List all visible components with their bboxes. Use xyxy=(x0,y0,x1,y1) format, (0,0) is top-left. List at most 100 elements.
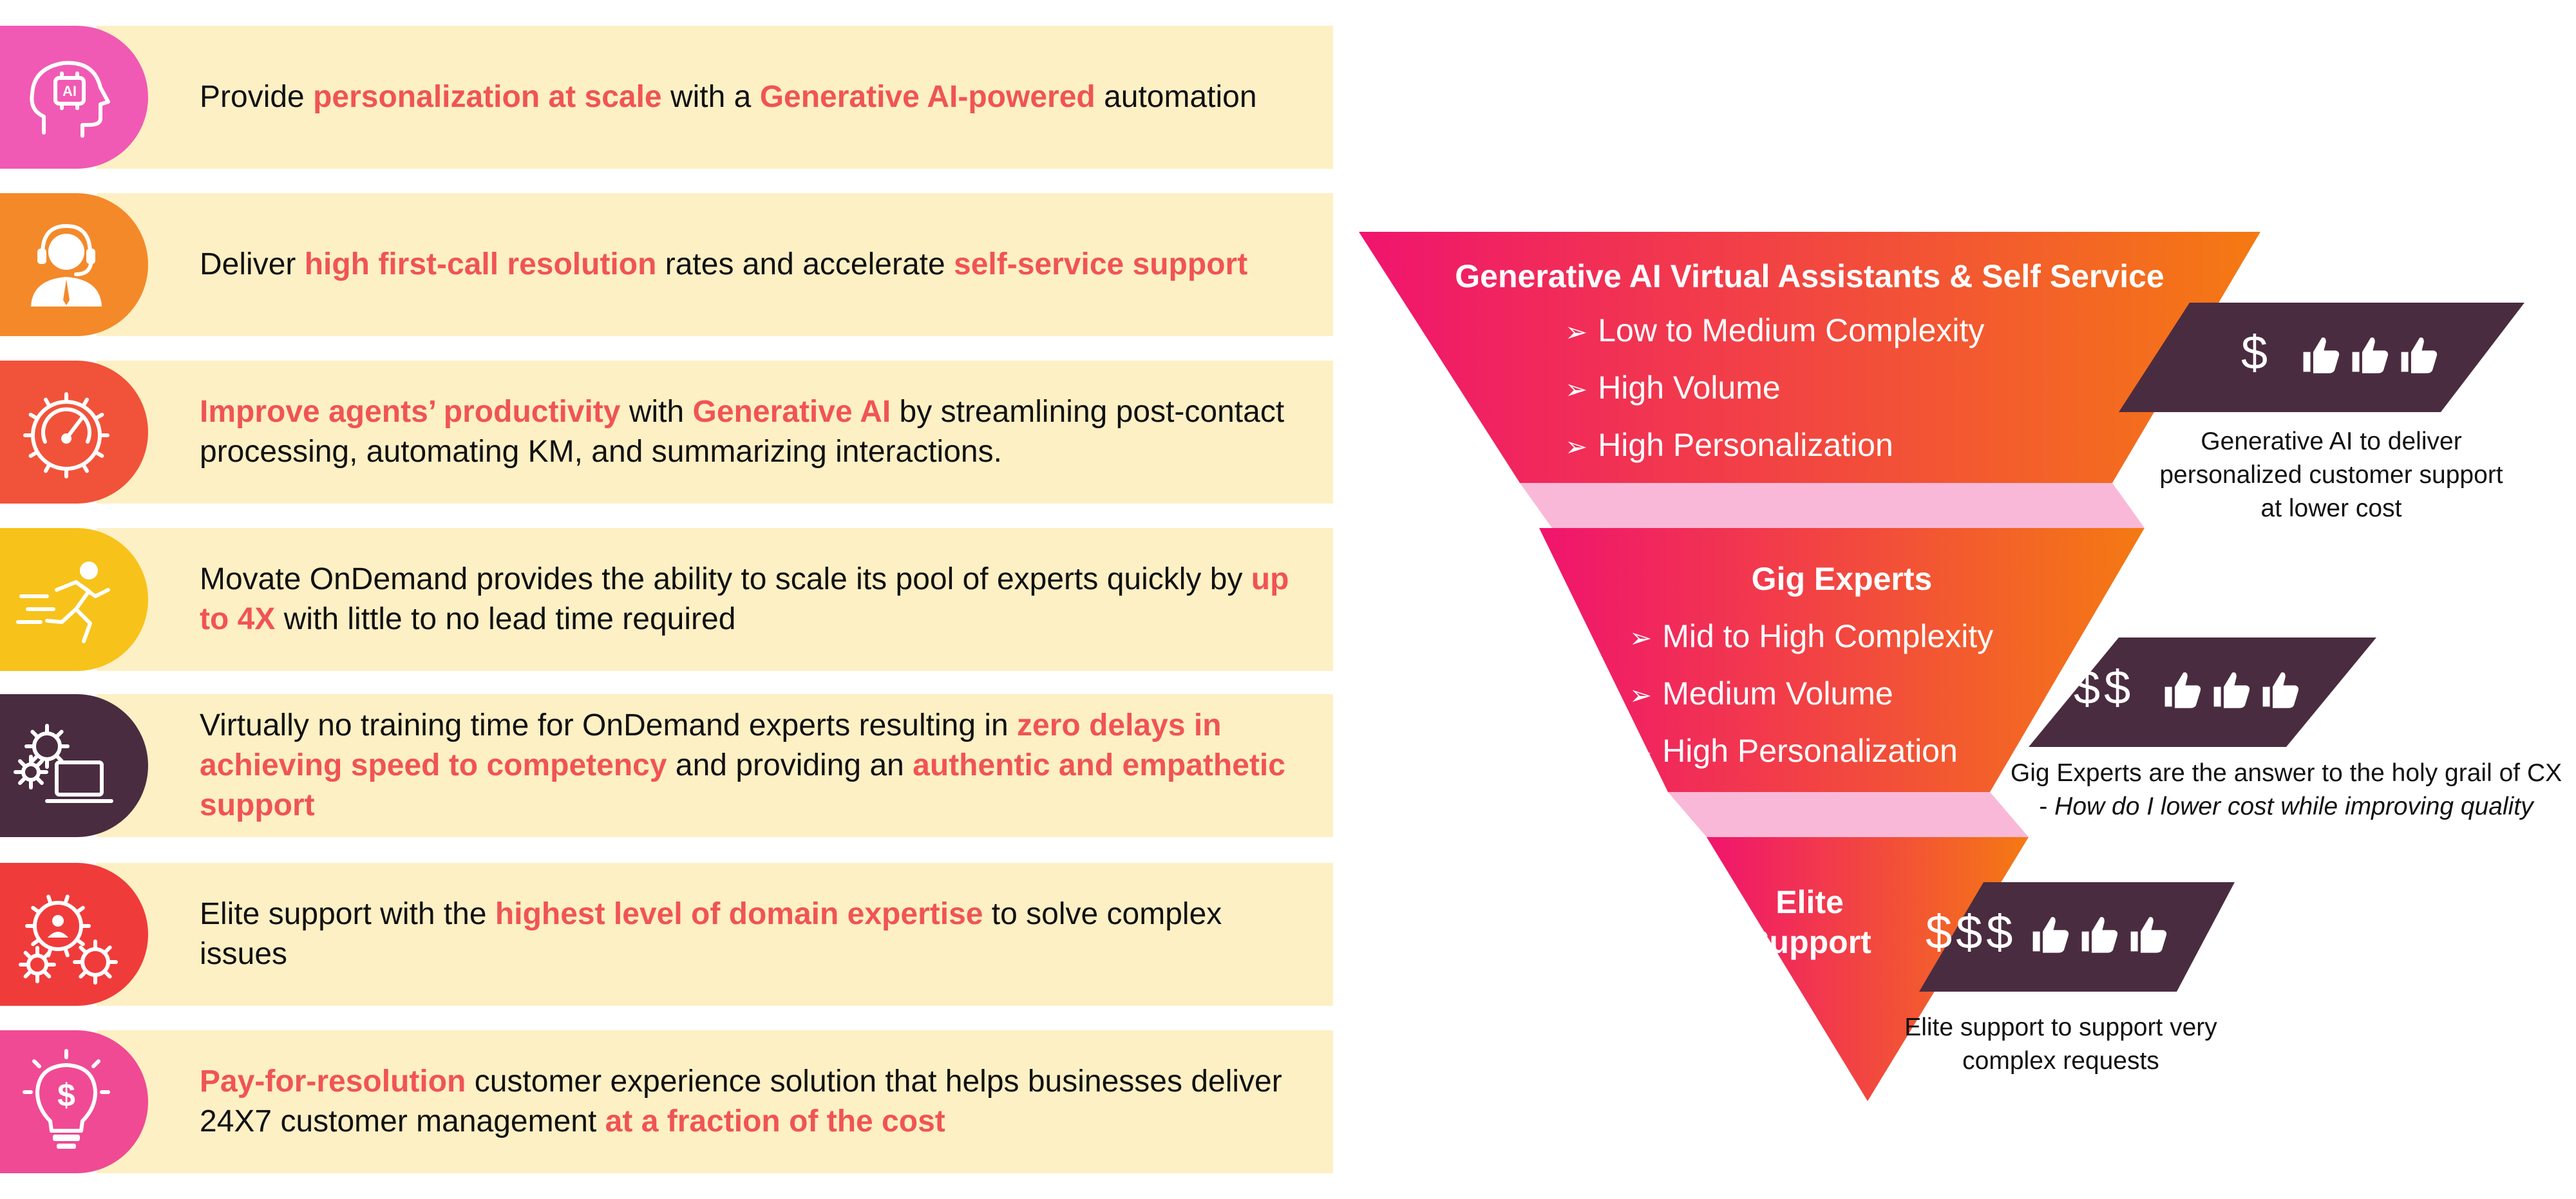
thumbs-up-icon xyxy=(2397,334,2439,379)
bullet-arrow-icon: ➢ xyxy=(1629,623,1653,653)
bullet-arrow-icon: ➢ xyxy=(1629,737,1653,768)
funnel-connector-1 xyxy=(1520,483,2145,528)
thumbs-up-icon xyxy=(2259,668,2301,714)
tier-1-cost: $ xyxy=(2241,326,2272,379)
benefit-row-background xyxy=(97,863,1333,1006)
tier-1-caption-line: Generative AI to deliver xyxy=(2201,428,2462,455)
highlight-text: personalization at scale xyxy=(313,80,662,114)
thumbs-up-icon xyxy=(2078,913,2120,959)
tier-3-title-line: Elite xyxy=(1776,884,1844,920)
benefit-icon-badge xyxy=(0,694,148,837)
body-text: Provide xyxy=(200,80,314,114)
body-text: with a xyxy=(661,80,760,114)
tier-band-1 xyxy=(1359,232,2260,483)
tier-1-bullet-3: High Personalization xyxy=(1598,427,1893,463)
benefit-row: Movate OnDemand provides the ability to … xyxy=(0,528,1333,671)
svg-text:$: $ xyxy=(57,1077,75,1113)
tier-3-caption: Elite support to support very complex re… xyxy=(1861,1011,2260,1078)
benefit-icon-badge xyxy=(0,361,148,504)
tier-3-rating xyxy=(2029,913,2169,959)
benefit-row-background xyxy=(97,193,1333,336)
expert-gears-icon xyxy=(12,880,121,989)
highlight-text: authentic and empathetic support xyxy=(200,748,1294,822)
bullet-arrow-icon: ➢ xyxy=(1565,317,1588,347)
tier-1-bullets: ➢Low to Medium Complexity ➢High Volume ➢… xyxy=(1565,303,1984,475)
benefit-row: $ Pay-for-resolution customer experience… xyxy=(0,1030,1333,1173)
tier-2-bullet-2: Medium Volume xyxy=(1662,675,1893,712)
tier-1-caption-line: at lower cost xyxy=(2260,495,2402,522)
benefit-icon-badge xyxy=(0,193,148,336)
benefit-row-background xyxy=(97,361,1333,504)
benefit-row: AI Provide personalization at scale with… xyxy=(0,26,1333,169)
tier-3-caption-line: Elite support to support very xyxy=(1904,1014,2217,1041)
thumbs-up-icon xyxy=(2126,913,2169,959)
ai-head-icon: AI xyxy=(12,42,121,152)
tier-2-title: Gig Experts xyxy=(1751,561,1933,597)
body-text: rates and accelerate xyxy=(656,247,954,281)
benefit-icon-badge: $ xyxy=(0,1030,148,1173)
body-text: Virtually no training time for OnDemand … xyxy=(200,708,1018,742)
highlight-text: at a fraction of the cost xyxy=(605,1104,945,1138)
thumbs-up-icon xyxy=(2348,334,2391,379)
benefit-row: Improve agents’ productivity with Genera… xyxy=(0,361,1333,504)
body-text: and providing an xyxy=(667,748,913,782)
funnel-connector-2 xyxy=(1668,792,2029,837)
benefit-row: Virtually no training time for OnDemand … xyxy=(0,694,1333,837)
running-person-icon xyxy=(12,545,121,654)
thumbs-up-icon xyxy=(2161,668,2203,714)
tier-2-caption-question: How do I lower cost while improving qual… xyxy=(2054,793,2533,820)
tier-3-cost: $$$ xyxy=(1926,905,2017,959)
benefit-row-background xyxy=(97,528,1333,671)
highlight-text: highest level of domain expertise xyxy=(495,897,983,931)
bullet-arrow-icon: ➢ xyxy=(1565,431,1588,462)
tier-1-rating xyxy=(2299,334,2439,379)
benefit-text: Virtually no training time for OnDemand … xyxy=(200,694,1314,837)
benefit-text: Elite support with the highest level of … xyxy=(200,863,1314,1006)
benefit-text: Deliver high first-call resolution rates… xyxy=(200,193,1314,336)
tier-1-caption: Generative AI to deliver personalized cu… xyxy=(2132,425,2531,525)
benefit-row-background xyxy=(97,694,1333,837)
tier-1-bullet-1: Low to Medium Complexity xyxy=(1598,312,1985,348)
cost-badge-bg-2 xyxy=(2029,637,2376,747)
svg-text:AI: AI xyxy=(62,83,77,99)
benefit-row: Deliver high first-call resolution rates… xyxy=(0,193,1333,336)
highlight-text: Generative AI-powered xyxy=(759,80,1095,114)
tier-band-2 xyxy=(1539,528,2145,792)
bullet-arrow-icon: ➢ xyxy=(1629,680,1653,710)
body-text: to solve complex issues xyxy=(200,897,1231,971)
thumbs-up-icon xyxy=(2029,913,2071,959)
tier-3-title: Elite Support xyxy=(1707,882,1913,962)
benefit-text: Improve agents’ productivity with Genera… xyxy=(200,361,1314,504)
body-text: customer experience solution that helps … xyxy=(200,1064,1291,1138)
tier-2-bullet-3: High Personalization xyxy=(1662,733,1958,769)
tier-3-title-line: Support xyxy=(1748,924,1871,960)
support-tier-funnel: Generative AI Virtual Assistants & Self … xyxy=(1346,219,2576,1108)
body-text: Deliver xyxy=(200,247,305,281)
headset-agent-icon xyxy=(12,210,121,319)
thumbs-up-icon xyxy=(2210,668,2252,714)
body-text: Elite support with the xyxy=(200,897,495,931)
tier-1-title: Generative AI Virtual Assistants & Self … xyxy=(1455,258,2164,294)
highlight-text: Improve agents’ productivity xyxy=(200,395,621,429)
funnel-graphic xyxy=(1359,232,2524,1101)
highlight-text: Pay-for-resolution xyxy=(200,1064,466,1099)
body-text: with xyxy=(620,395,693,429)
tier-2-bullets: ➢ Mid to High Complexity ➢ Medium Volume ➢… xyxy=(1629,609,1993,780)
dollar-bulb-icon: $ xyxy=(12,1047,121,1157)
highlight-text: up to 4X xyxy=(200,562,1298,636)
benefit-icon-badge xyxy=(0,863,148,1006)
body-text: Movate OnDemand provides the ability to … xyxy=(200,562,1251,596)
benefit-text: Pay-for-resolution customer experience s… xyxy=(200,1030,1314,1173)
tier-3-caption-line: complex requests xyxy=(1962,1047,2159,1075)
benefit-text: Provide personalization at scale with a … xyxy=(200,26,1314,169)
benefit-icon-badge: AI xyxy=(0,26,148,169)
tier-1-bullet-2: High Volume xyxy=(1598,370,1781,406)
tier-2-caption: Gig Experts are the answer to the holy g… xyxy=(2003,757,2570,824)
tier-2-bullet-1: Mid to High Complexity xyxy=(1662,618,1994,654)
benefit-row-background xyxy=(97,26,1333,169)
laptop-gears-icon xyxy=(12,711,121,820)
benefit-text: Movate OnDemand provides the ability to … xyxy=(200,528,1314,671)
benefit-icon-badge xyxy=(0,528,148,671)
tier-1-caption-line: personalized customer support xyxy=(2159,461,2503,489)
speed-gear-icon xyxy=(12,377,121,487)
